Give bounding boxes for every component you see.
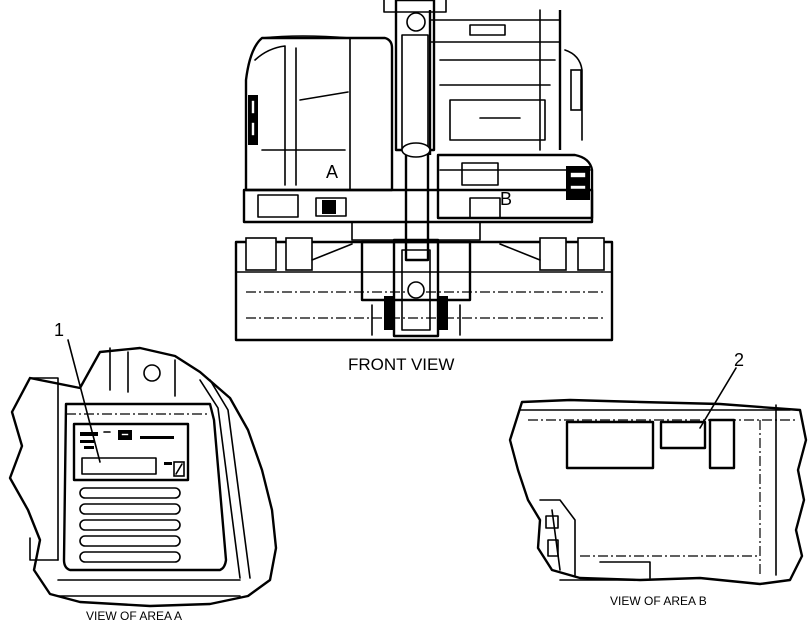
- rops-frame: [428, 9, 583, 155]
- view-area-a-caption: VIEW OF AREA A: [86, 609, 182, 623]
- dozer-blade: [234, 237, 614, 342]
- product-id-plate: [72, 422, 190, 482]
- arm-and-bucket: [360, 238, 472, 338]
- detail-view-area-a: 1: [8, 320, 278, 608]
- callout-2-leader: [699, 367, 737, 429]
- callout-1: 1: [54, 320, 64, 340]
- front-view-caption: FRONT VIEW: [348, 355, 454, 374]
- callout-1-leader: [67, 339, 101, 463]
- detail-view-area-b: 2: [508, 350, 808, 586]
- boom-cylinder: [383, 0, 447, 262]
- cab: [244, 35, 394, 192]
- hours-label-decal: [659, 420, 707, 450]
- panel-right: [708, 418, 736, 470]
- excavator-front-view: A B: [234, 0, 614, 342]
- lower-frame: [242, 188, 594, 241]
- callout-2: 2: [734, 350, 744, 370]
- view-area-b-caption: VIEW OF AREA B: [610, 594, 707, 608]
- right-body-panel: [436, 153, 594, 220]
- louver-slots: [79, 487, 181, 563]
- area-b-marker: B: [500, 189, 512, 209]
- area-a-marker: A: [326, 162, 338, 182]
- panel-left: [565, 420, 655, 470]
